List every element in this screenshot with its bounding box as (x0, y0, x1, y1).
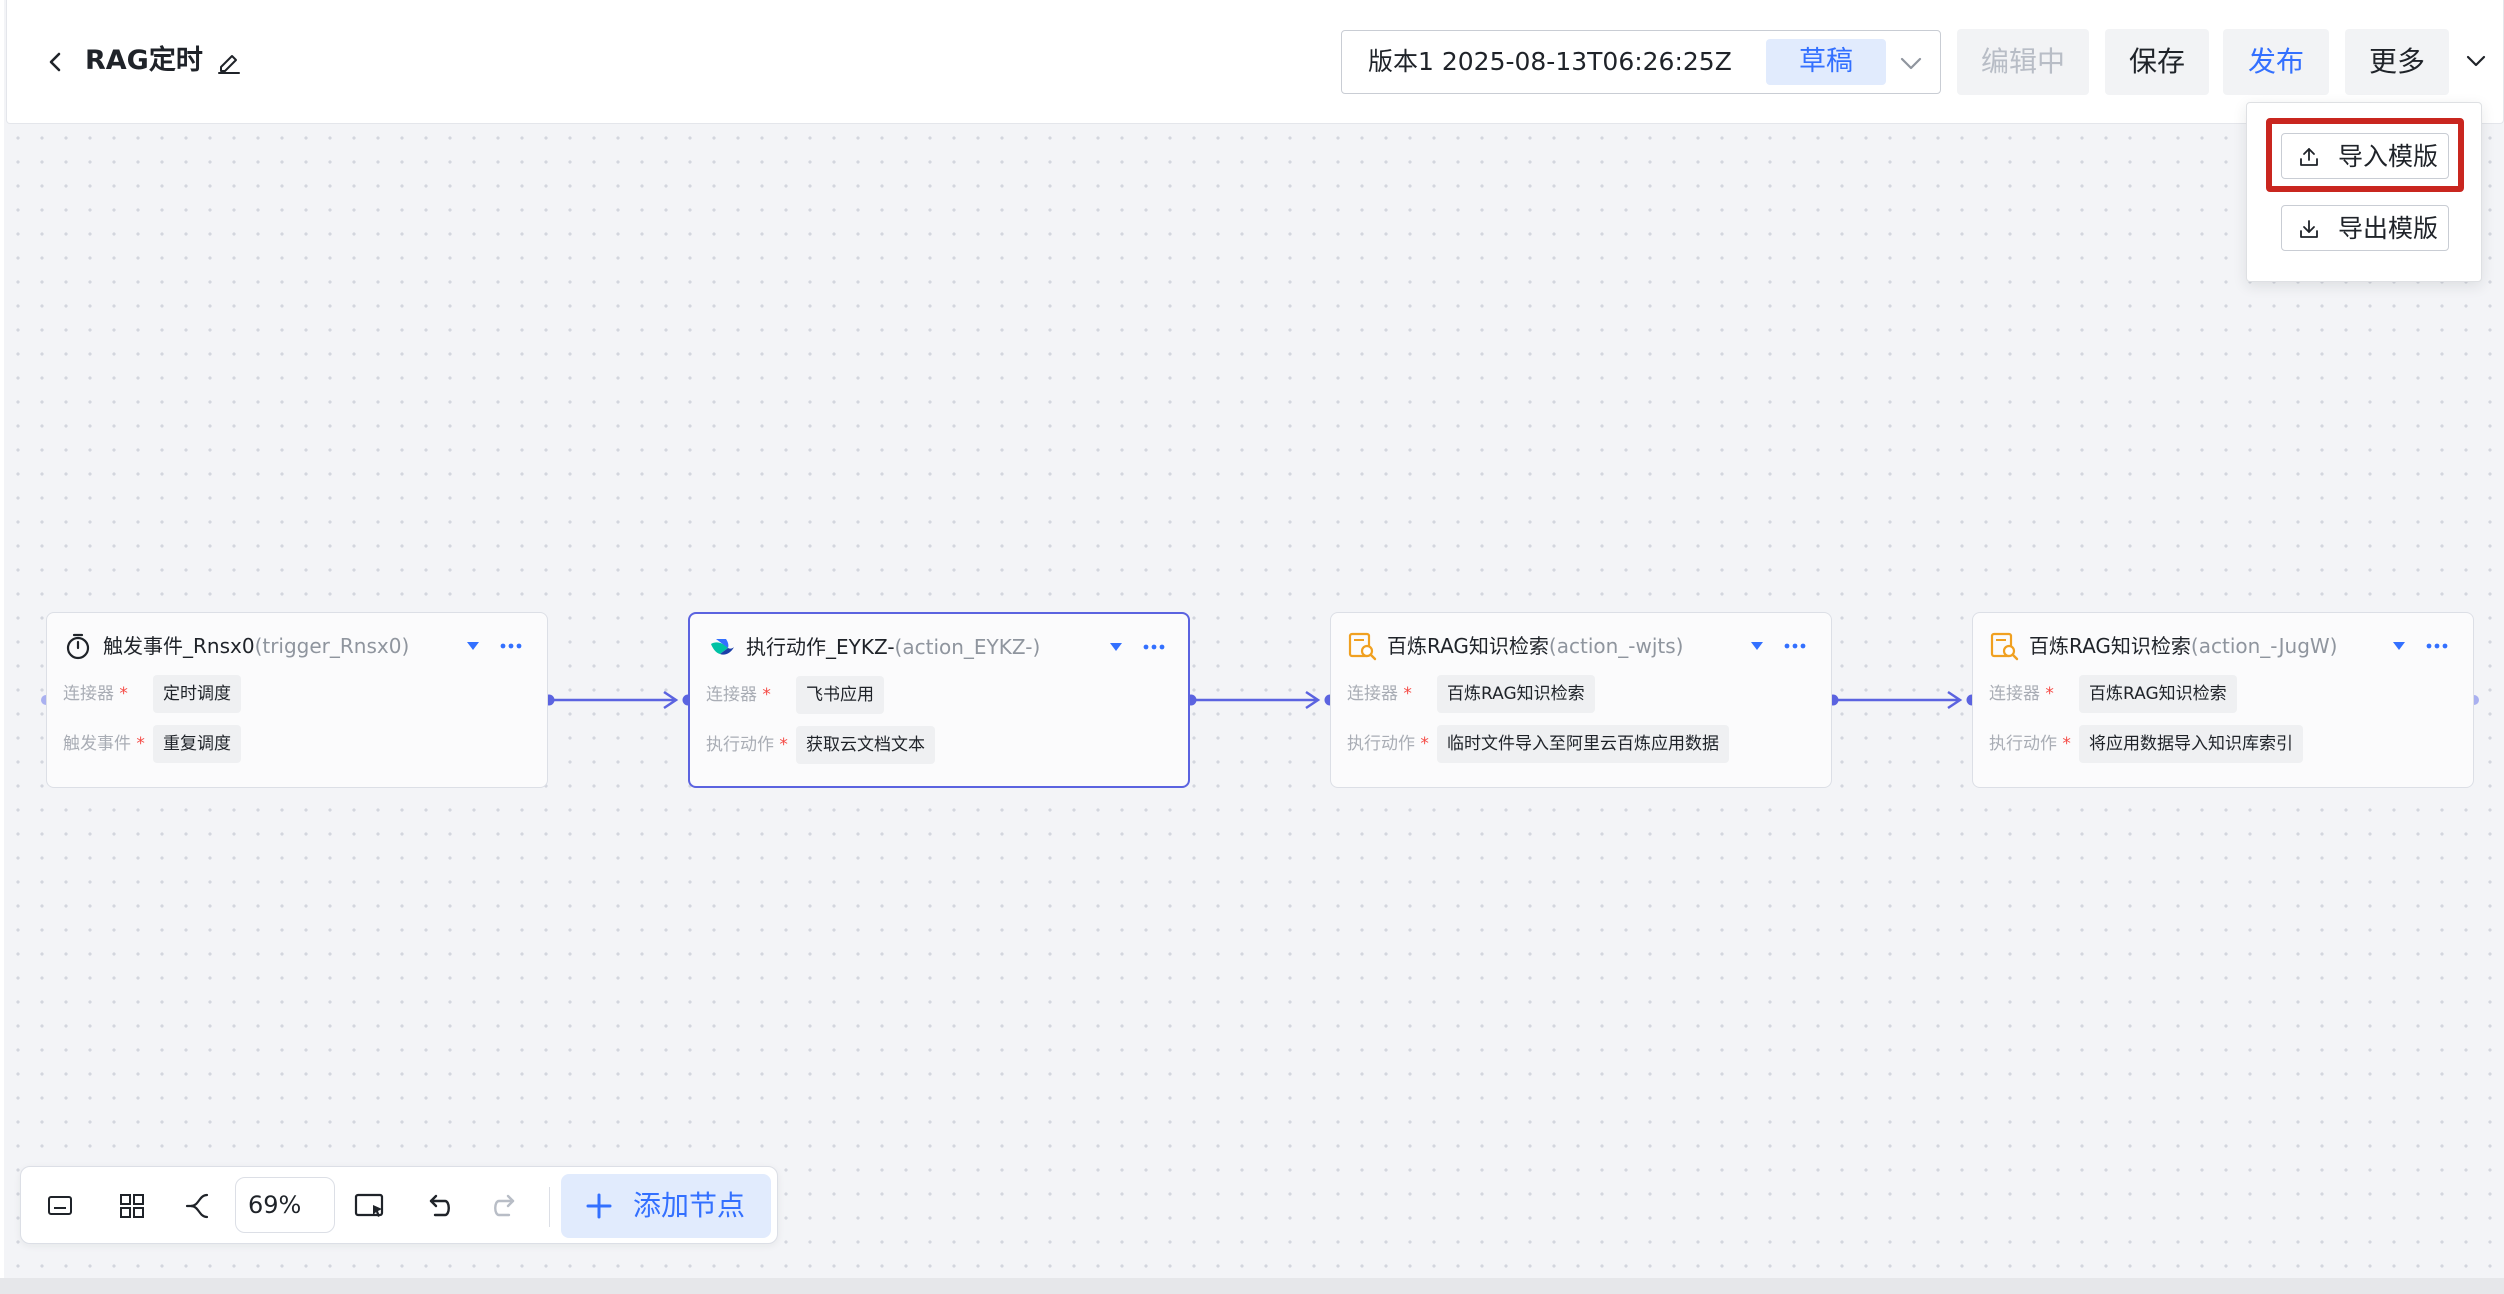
minimap-icon[interactable] (41, 1187, 79, 1225)
back-button[interactable] (41, 46, 69, 78)
node-collapse-icon[interactable] (1749, 639, 1765, 653)
node-collapse-icon[interactable] (465, 639, 481, 653)
version-label: 版本1 2025-08-13T06:26:25Z (1368, 47, 1732, 76)
export-template-button[interactable]: 导出模版 (2281, 205, 2449, 251)
more-chevron-down-icon[interactable] (2463, 48, 2489, 74)
field-value-connector[interactable]: 定时调度 (153, 675, 241, 713)
more-button[interactable]: 更多 (2345, 29, 2449, 95)
workflow-node-action-feishu[interactable]: 执行动作_EYKZ-(action_EYKZ-) 连接器 * 飞书应用 执行动作… (688, 612, 1190, 788)
node-more-icon[interactable] (1783, 637, 1807, 655)
field-label-connector: 连接器 * (63, 684, 128, 704)
node-title: 执行动作_EYKZ-(action_EYKZ-) (746, 632, 1040, 662)
node-name: 百炼RAG知识检索 (2029, 634, 2191, 658)
workflow-node-trigger[interactable]: 触发事件_Rnsx0(trigger_Rnsx0) 连接器 * 定时调度 触发事… (46, 612, 548, 788)
node-collapse-icon[interactable] (2391, 639, 2407, 653)
connector-style-icon[interactable] (179, 1187, 217, 1225)
node-name: 百炼RAG知识检索 (1387, 634, 1549, 658)
field-value-action[interactable]: 获取云文档文本 (796, 726, 935, 764)
save-button[interactable]: 保存 (2105, 29, 2209, 95)
field-value-connector[interactable]: 百炼RAG知识检索 (1437, 675, 1595, 713)
export-template-label: 导出模版 (2338, 214, 2439, 243)
more-dropdown-menu: 导入模版 导出模版 (2246, 102, 2482, 282)
download-icon (2300, 220, 2318, 238)
node-more-icon[interactable] (2425, 637, 2449, 655)
edit-title-icon[interactable] (215, 48, 243, 76)
field-value-connector[interactable]: 飞书应用 (796, 676, 884, 714)
field-value-action[interactable]: 将应用数据导入知识库索引 (2079, 725, 2303, 763)
node-name: 触发事件_Rnsx0 (103, 634, 255, 658)
editing-button[interactable]: 编辑中 (1957, 29, 2089, 95)
import-template-button[interactable]: 导入模版 (2281, 133, 2449, 179)
import-template-label: 导入模版 (2338, 142, 2439, 171)
workflow-node-rag-2[interactable]: 百炼RAG知识检索(action_-JugW) 连接器 * 百炼RAG知识检索 … (1972, 612, 2474, 788)
node-title: 百炼RAG知识检索(action_-JugW) (2029, 631, 2337, 661)
timer-icon (66, 633, 90, 660)
field-label-action: 执行动作 * (1347, 734, 1429, 754)
node-collapse-icon[interactable] (1108, 640, 1124, 654)
node-name: 执行动作_EYKZ- (746, 635, 895, 659)
undo-icon[interactable] (419, 1187, 457, 1225)
draft-status-badge: 草稿 (1766, 39, 1886, 85)
field-label-event: 触发事件 * (63, 734, 145, 754)
top-header: RAG定时 版本1 2025-08-13T06:26:25Z 草稿 编辑中 保存… (6, 0, 2504, 124)
select-box-icon[interactable] (351, 1187, 389, 1225)
node-id: (action_EYKZ-) (894, 635, 1041, 659)
publish-button[interactable]: 发布 (2223, 29, 2329, 95)
zoom-level-input[interactable]: 69% (235, 1177, 335, 1233)
bottom-scroll-strip (0, 1278, 2504, 1294)
node-id: (action_-wjts) (1548, 634, 1684, 658)
canvas-toolbar: 69% 添加节点 (20, 1166, 778, 1244)
upload-icon (2300, 148, 2318, 166)
field-label-connector: 连接器 * (1989, 684, 2054, 704)
field-value-connector[interactable]: 百炼RAG知识检索 (2079, 675, 2237, 713)
toolbar-divider (549, 1187, 550, 1227)
left-divider (0, 0, 4, 1294)
field-label-action: 执行动作 * (706, 735, 788, 755)
add-node-button[interactable]: 添加节点 (561, 1174, 771, 1238)
field-value-action[interactable]: 临时文件导入至阿里云百炼应用数据 (1437, 725, 1729, 763)
chevron-down-icon (1900, 57, 1922, 70)
field-label-connector: 连接器 * (1347, 684, 1412, 704)
bailian-rag-icon (1990, 632, 2019, 661)
chevron-left-icon (49, 52, 61, 72)
node-id: (trigger_Rnsx0) (254, 634, 410, 658)
node-more-icon[interactable] (1142, 638, 1166, 656)
node-title: 触发事件_Rnsx0(trigger_Rnsx0) (103, 631, 409, 661)
redo-icon[interactable] (487, 1187, 525, 1225)
bailian-rag-icon (1348, 632, 1377, 661)
field-value-event[interactable]: 重复调度 (153, 725, 241, 763)
node-more-icon[interactable] (499, 637, 523, 655)
page-title: RAG定时 (85, 45, 203, 76)
node-id: (action_-JugW) (2190, 634, 2338, 658)
version-select[interactable]: 版本1 2025-08-13T06:26:25Z 草稿 (1341, 30, 1941, 94)
plus-icon (586, 1193, 612, 1219)
field-label-action: 执行动作 * (1989, 734, 2071, 754)
field-label-connector: 连接器 * (706, 685, 771, 705)
workflow-node-rag-1[interactable]: 百炼RAG知识检索(action_-wjts) 连接器 * 百炼RAG知识检索 … (1330, 612, 1832, 788)
add-node-label: 添加节点 (633, 1189, 746, 1222)
feishu-icon (711, 639, 734, 655)
node-title: 百炼RAG知识检索(action_-wjts) (1387, 631, 1683, 661)
layout-icon[interactable] (113, 1187, 151, 1225)
